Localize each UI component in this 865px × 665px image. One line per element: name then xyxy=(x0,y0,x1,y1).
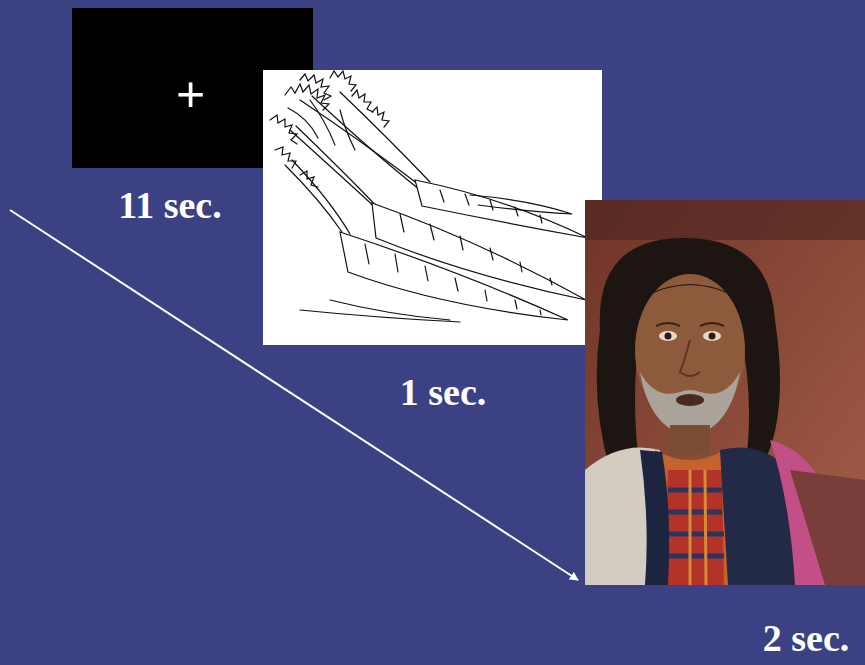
fixation-cross: + xyxy=(176,69,205,119)
duration-label: 11 sec. xyxy=(118,186,221,224)
duration-label: 1 sec. xyxy=(400,373,487,411)
carrot-picture xyxy=(263,70,602,345)
portrait-photo xyxy=(585,200,865,585)
fixation-screen: + xyxy=(72,8,313,168)
duration-label: 2 sec. xyxy=(763,619,850,657)
